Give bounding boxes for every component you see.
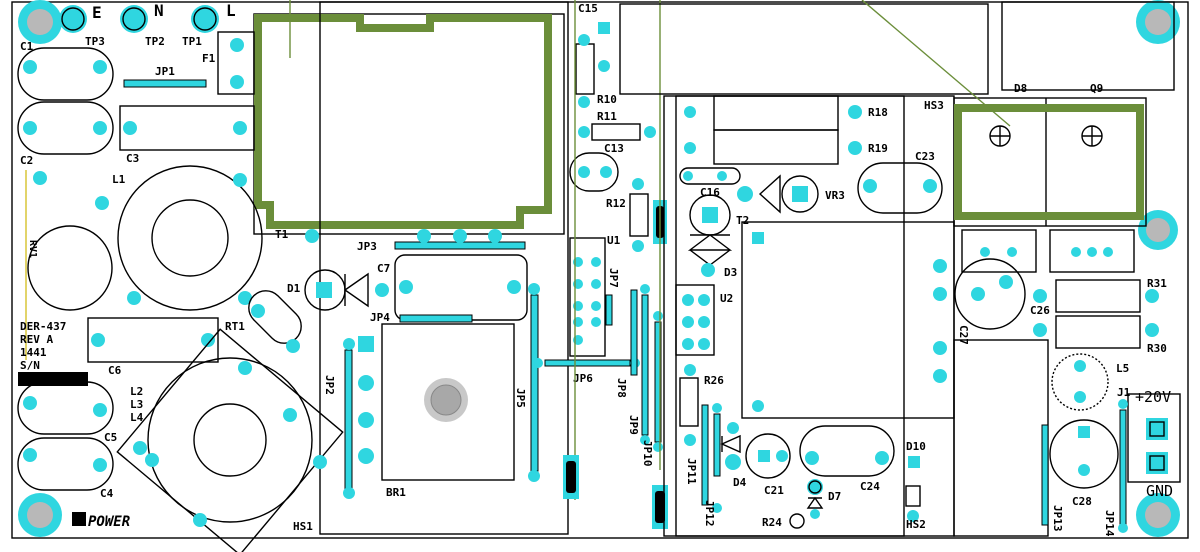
label-d7: D7 (828, 490, 841, 503)
label-u2: U2 (720, 292, 733, 305)
label-tp3: TP3 (85, 35, 105, 48)
label-rt1: RT1 (225, 320, 245, 333)
terminal-neutral-label: N (154, 1, 164, 20)
label-c1: C1 (20, 40, 34, 53)
label-jp11: JP11 (685, 458, 698, 485)
label-c13: C13 (604, 142, 624, 155)
label-c27: C27 (957, 325, 970, 345)
board-date-code: 1441 (20, 346, 47, 359)
label-c23: C23 (915, 150, 935, 163)
label-jp1: JP1 (155, 65, 175, 78)
label-t2: T2 (736, 214, 749, 227)
label-j1: J1 (1117, 386, 1131, 399)
label-r12: R12 (606, 197, 626, 210)
bridge-rectifier-br1: BR1 (358, 323, 515, 499)
mounting-holes (18, 0, 1180, 537)
label-c21: C21 (764, 484, 784, 497)
label-jp3: JP3 (357, 240, 377, 253)
label-jp9: JP9 (627, 415, 640, 435)
terminal-earth-label: E (92, 3, 102, 22)
inductor-l2-l3-l4: L2 L3 L4 HS1 (116, 328, 344, 552)
label-t1: T1 (275, 228, 289, 241)
label-hs2: HS2 (906, 518, 926, 531)
label-jp7: JP7 (607, 268, 620, 288)
label-f1: F1 (202, 52, 216, 65)
label-jp6: JP6 (573, 372, 593, 385)
label-br1: BR1 (386, 486, 406, 499)
inductor-l1: L1 (112, 165, 263, 311)
label-l5: L5 (1116, 362, 1129, 375)
label-vr3: VR3 (825, 189, 845, 202)
label-jp2: JP2 (323, 375, 336, 395)
power-integrations-logo: POWER (72, 512, 130, 530)
capacitor-c1-c2: C1 C2 (17, 40, 114, 167)
label-jp4: JP4 (370, 311, 390, 324)
label-hs1: HS1 (293, 520, 313, 533)
label-r24: R24 (762, 516, 782, 529)
label-c5: C5 (104, 431, 117, 444)
label-d3: D3 (724, 266, 737, 279)
label-c15: C15 (578, 2, 598, 15)
label-l3: L3 (130, 398, 143, 411)
logo-text: POWER (88, 514, 130, 530)
label-r19: R19 (868, 142, 888, 155)
board-sn-label: S/N (20, 359, 40, 372)
label-q9: Q9 (1090, 82, 1103, 95)
label-d4: D4 (733, 476, 747, 489)
output-ground-label: GND (1146, 482, 1173, 500)
label-jp10: JP10 (641, 440, 654, 467)
label-r30: R30 (1147, 342, 1167, 355)
serial-number-box (18, 372, 88, 386)
label-c7: C7 (377, 262, 390, 275)
label-r10: R10 (597, 93, 617, 106)
label-r11: R11 (597, 110, 617, 123)
label-jp8: JP8 (615, 378, 628, 398)
label-c28: C28 (1072, 495, 1092, 508)
label-c4: C4 (100, 487, 114, 500)
label-jp14: JP14 (1103, 510, 1116, 537)
terminal-line-label: L (226, 1, 236, 20)
label-d10: D10 (906, 440, 926, 453)
label-jp5: JP5 (514, 388, 527, 408)
label-rv1: RV1 (27, 240, 38, 258)
label-c26: C26 (1030, 304, 1050, 317)
label-c3: C3 (126, 152, 139, 165)
board-outline (11, 1, 1189, 539)
label-r26: R26 (704, 374, 724, 387)
label-r31: R31 (1147, 277, 1167, 290)
label-u1: U1 (607, 234, 621, 247)
board-id-block: DER-437 REV A 1441 S/N (18, 320, 88, 386)
label-c2: C2 (20, 154, 33, 167)
label-r18: R18 (868, 106, 888, 119)
label-d1: D1 (287, 282, 301, 295)
label-jp13: JP13 (1051, 505, 1064, 532)
label-tp1: TP1 (182, 35, 202, 48)
label-c24: C24 (860, 480, 880, 493)
label-c6: C6 (108, 364, 122, 377)
label-hs3: HS3 (924, 99, 944, 112)
label-jp12: JP12 (703, 500, 716, 527)
label-l1: L1 (112, 173, 126, 186)
board-id: DER-437 (20, 320, 66, 333)
output-voltage-label: +20V (1135, 388, 1171, 406)
label-l2: L2 (130, 385, 143, 398)
label-d8: D8 (1014, 82, 1027, 95)
label-l4: L4 (130, 411, 144, 424)
heatsink-hs3: HS3 D8 Q9 (861, 0, 1147, 273)
ac-input-test-points: E N L TP3 TP2 TP1 (59, 1, 236, 48)
transformer-t1: T1 (253, 0, 565, 243)
label-tp2: TP2 (145, 35, 165, 48)
board-rev: REV A (20, 333, 53, 346)
pad-column (752, 259, 947, 412)
